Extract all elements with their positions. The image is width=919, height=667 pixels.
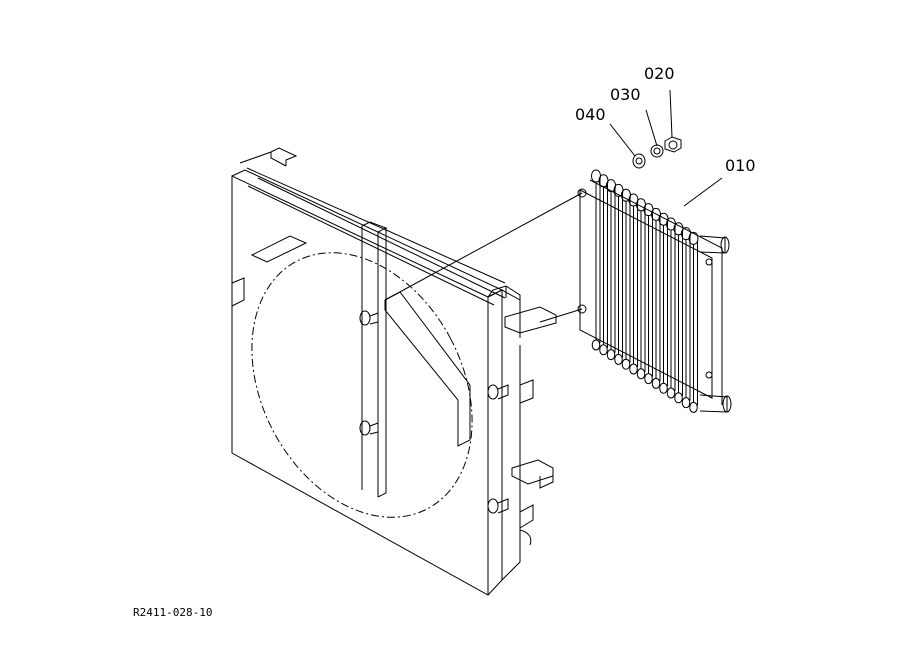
- drawing-number: R2411-028-10: [133, 606, 213, 619]
- shroud-side-flange: [502, 290, 520, 580]
- cooler-rear-edge: [590, 180, 722, 405]
- mount-hole-top: [578, 189, 586, 197]
- diagonal-brace: [385, 292, 470, 446]
- leader-010: [684, 178, 722, 206]
- cooler-tube: [689, 232, 698, 412]
- upper-pipe-end: [721, 237, 729, 253]
- shroud-top-rear-edge: [247, 168, 505, 283]
- flange-curve: [520, 530, 531, 545]
- cooler-tubes: [592, 170, 699, 412]
- top-left-tab: [240, 148, 296, 166]
- callout-040: 040: [575, 105, 606, 124]
- mount-hole-right-bottom: [706, 372, 712, 378]
- top-right-tab: [488, 286, 520, 303]
- leader-lines: [385, 90, 722, 322]
- top-brace: [248, 178, 505, 305]
- center-brace: [362, 222, 386, 497]
- flange-notch-2: [520, 505, 533, 528]
- leader-020: [670, 90, 672, 137]
- washer-040: [633, 154, 645, 168]
- assembly-line-upper: [385, 193, 582, 300]
- hardware-stack: [633, 137, 681, 168]
- callout-020: 020: [644, 64, 675, 83]
- leader-030: [646, 110, 657, 146]
- leader-040: [610, 124, 635, 156]
- fan-shroud: [208, 148, 556, 595]
- oil-cooler: [578, 170, 731, 412]
- mount-hole-bottom: [578, 305, 586, 313]
- lower-pipe: [700, 395, 727, 412]
- assembly-line-lower: [540, 309, 582, 322]
- side-bracket-lower: [512, 460, 553, 488]
- shroud-front-face: [232, 176, 488, 595]
- fan-opening: [208, 214, 516, 555]
- left-tab: [232, 278, 244, 306]
- upper-pipe: [700, 236, 725, 253]
- shroud-right-edge: [488, 290, 502, 595]
- nut-020: [665, 137, 681, 152]
- left-upper-slot: [252, 236, 306, 262]
- flange-notch-1: [520, 380, 533, 403]
- callout-030: 030: [610, 85, 641, 104]
- mount-hole-right-top: [706, 259, 712, 265]
- washer-030: [651, 145, 663, 157]
- shroud-top-edge: [232, 170, 502, 297]
- side-bracket-top: [505, 307, 556, 333]
- callout-010: 010: [725, 156, 756, 175]
- center-studs: [360, 311, 378, 435]
- lower-pipe-end: [723, 396, 731, 412]
- side-studs: [488, 385, 508, 513]
